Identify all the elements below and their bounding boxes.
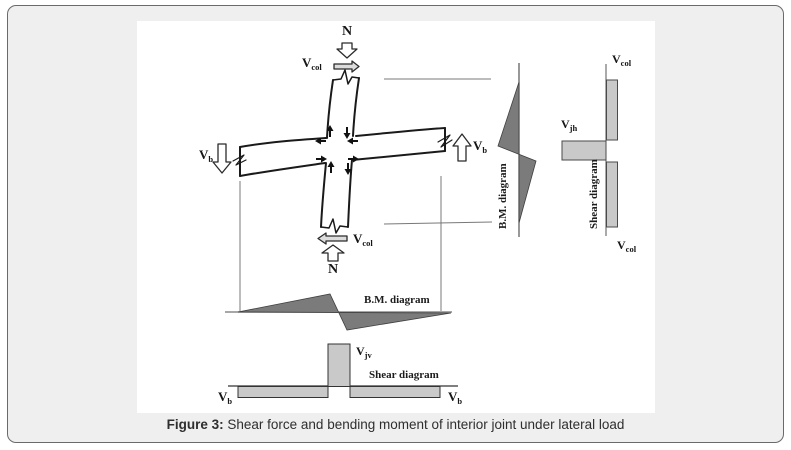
- joint-structure-sketch: [232, 69, 453, 234]
- figure-caption: Figure 3: Shear force and bending moment…: [0, 417, 791, 432]
- symbol-base: V: [617, 238, 626, 252]
- joint-internal-force-arrows: [315, 125, 359, 175]
- symbol-base: V: [473, 138, 483, 153]
- column-shear-diagram: [561, 64, 618, 236]
- figure-caption-number: Figure 3:: [166, 417, 224, 432]
- beam-shear-diagram-label: Shear diagram: [369, 369, 439, 381]
- symbol-subscript: col: [311, 62, 322, 72]
- arrow-right-icon: [348, 155, 359, 163]
- symbol-subscript: col: [625, 244, 637, 254]
- beam-shear-bar-left: [237, 386, 329, 398]
- column-bottom-break-icon: [320, 218, 349, 234]
- column-bm-shape: [497, 81, 537, 224]
- joint-shear-v-bar: [327, 343, 351, 387]
- beam-shear-diagram: [228, 343, 458, 398]
- symbol-subscript: b: [208, 154, 214, 164]
- column-top-break-icon: [332, 69, 360, 85]
- arrow-down-icon: [344, 163, 352, 175]
- beam-shear-bar-right: [349, 386, 441, 398]
- beam-shear-label-left: Vb: [199, 148, 213, 164]
- column-bm-diagram-label: B.M. diagram: [497, 163, 509, 229]
- column-shear-value-label-bottom: Vcol: [617, 239, 636, 254]
- joint-shear-v-label: Vjv: [356, 345, 372, 360]
- arrow-left-icon: [315, 137, 326, 145]
- symbol-subscript: jh: [569, 123, 578, 133]
- column-shear-value-label-top: Vcol: [612, 53, 631, 68]
- symbol-base: V: [302, 55, 312, 70]
- beam-shear-right-arrow-up-icon: [452, 133, 472, 162]
- column-shear-label-top: Vcol: [302, 56, 322, 72]
- beam-right-break-icon: [437, 134, 453, 148]
- beam-bm-shape: [237, 293, 452, 331]
- column-bm-diagram: [497, 63, 537, 237]
- reference-lines: [239, 78, 493, 311]
- arrow-down-icon: [343, 127, 351, 139]
- arrow-up-icon: [326, 125, 334, 137]
- symbol-subscript: col: [362, 238, 373, 248]
- symbol-base: V: [612, 52, 621, 66]
- symbol-base: V: [356, 344, 365, 358]
- axial-bottom-arrow-up-icon: [321, 244, 345, 262]
- symbol-subscript: b: [457, 396, 463, 406]
- beam-shear-left-arrow-down-icon: [212, 143, 232, 174]
- symbol-subscript: b: [227, 396, 233, 406]
- beam-shear-label-right: Vb: [473, 139, 487, 155]
- axial-load-label-top: N: [342, 24, 353, 39]
- column-shear-diagram-label: Shear diagram: [588, 159, 600, 229]
- arrow-up-icon: [327, 161, 335, 173]
- column-shear-top-arrow-right-icon: [333, 60, 360, 73]
- symbol-base: V: [353, 231, 363, 246]
- symbol-subscript: jv: [364, 350, 372, 360]
- beam-shear-value-label-left: Vb: [218, 390, 232, 406]
- column-shear-bar-top: [606, 79, 618, 141]
- symbol-subscript: col: [620, 58, 632, 68]
- beam-bm-diagram: [225, 293, 452, 331]
- beam-bm-diagram-label: B.M. diagram: [364, 294, 430, 306]
- symbol-base: V: [218, 389, 228, 404]
- symbol-base: V: [199, 147, 209, 162]
- arrow-left-icon: [347, 137, 358, 145]
- arrow-right-icon: [316, 155, 327, 163]
- symbol-base: V: [448, 389, 458, 404]
- figure-panel: [137, 21, 655, 413]
- symbol-subscript: b: [482, 145, 488, 155]
- column-shear-label-bottom: Vcol: [353, 232, 373, 248]
- applied-load-arrows: [212, 42, 472, 262]
- beam-shear-value-label-right: Vb: [448, 390, 462, 406]
- axial-top-arrow-down-icon: [336, 42, 358, 59]
- joint-shear-h-label: Vjh: [561, 118, 577, 133]
- column-shear-bar-bottom: [606, 161, 618, 228]
- column-shear-bottom-arrow-left-icon: [317, 232, 348, 245]
- axial-load-label-bottom: N: [328, 262, 339, 277]
- joint-shear-h-bar: [561, 140, 607, 161]
- symbol-base: V: [561, 117, 570, 131]
- beam-left-break-icon: [232, 154, 247, 166]
- figure-caption-text: Shear force and bending moment of interi…: [223, 417, 625, 432]
